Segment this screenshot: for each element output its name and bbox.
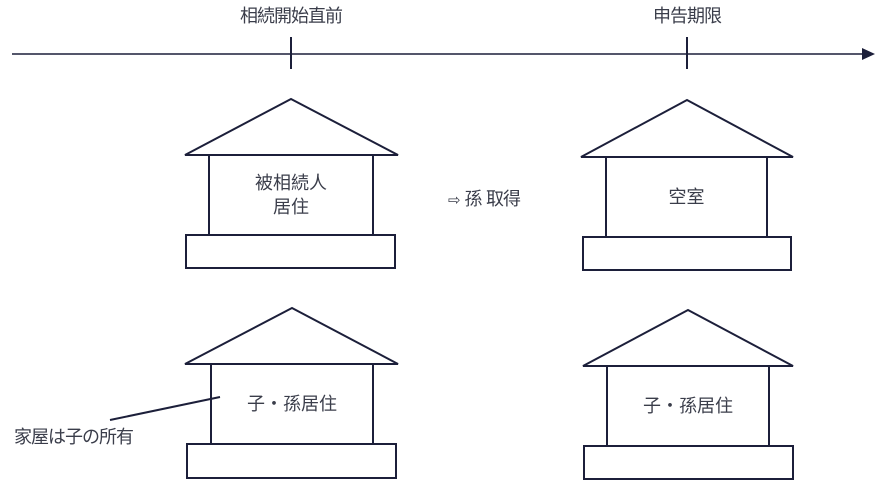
house-top-before-line-2: 居住 [273, 197, 309, 218]
transition-text: 孫 取得 [464, 189, 521, 210]
house-bottom-after-text: 子・孫居住 [607, 368, 769, 446]
house-bottom-before-line-1: 子・孫居住 [247, 394, 337, 415]
house-top-before [184, 97, 399, 269]
timeline-label-filing-deadline: 申告期限 [653, 6, 722, 27]
transition-label: ⇨ 孫 取得 [448, 189, 521, 211]
foundation [583, 445, 794, 480]
foundation [186, 443, 397, 479]
house-bottom-after [582, 308, 794, 480]
roof [582, 308, 794, 367]
right-arrow-icon: ⇨ [448, 191, 461, 209]
callout-label: 家屋は子の所有 [14, 427, 134, 448]
timeline-label-inheritance-start: 相続開始直前 [240, 6, 343, 27]
house-top-after [580, 98, 794, 271]
house-bottom-before [184, 306, 399, 479]
roof [184, 306, 399, 365]
house-bottom-before-text: 子・孫居住 [211, 366, 373, 444]
foundation [582, 236, 792, 271]
house-top-before-line-1: 被相続人 [255, 173, 327, 194]
house-top-after-text: 空室 [606, 159, 767, 237]
house-bottom-after-line-1: 子・孫居住 [643, 396, 733, 417]
roof [580, 98, 794, 158]
timeline-arrowhead-icon [862, 48, 875, 60]
house-top-before-text: 被相続人 居住 [209, 157, 373, 235]
callout-leader-line [109, 396, 221, 421]
foundation [185, 234, 396, 269]
roof [184, 97, 399, 156]
house-top-after-line-1: 空室 [668, 187, 705, 208]
